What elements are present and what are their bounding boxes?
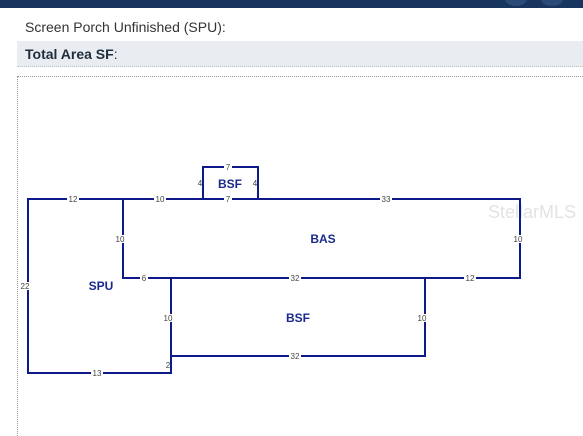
area-label-bsf-top: BSF xyxy=(218,177,242,191)
dim-spu-left: 22 xyxy=(21,282,30,291)
floor-plan-svg: StellarMLS BSF BAS SPU BSF 7 4 4 7 xyxy=(19,163,576,378)
screen-porch-row: Screen Porch Unfinished (SPU): xyxy=(17,14,583,41)
floor-plan-walls xyxy=(27,166,521,374)
dim-bas-bottom: 32 xyxy=(291,274,300,283)
dim-bsf-right: 10 xyxy=(418,314,427,323)
dim-top-mid: 10 xyxy=(156,195,165,204)
dim-bsf-bottom: 32 xyxy=(291,352,300,361)
dimension-labels: 7 4 4 7 12 10 33 10 10 22 6 32 12 10 10 … xyxy=(19,163,524,378)
floor-plan-sketch xyxy=(17,76,583,436)
dim-bas-bottom-right: 12 xyxy=(466,274,475,283)
area-label-bas: BAS xyxy=(310,232,335,246)
header-button-icon[interactable] xyxy=(541,0,563,6)
screen-porch-label: Screen Porch Unfinished (SPU): xyxy=(25,19,226,35)
dim-bsf-left: 10 xyxy=(164,314,173,323)
dim-bsf-top-left: 4 xyxy=(198,179,203,188)
dim-bas-left: 10 xyxy=(116,235,125,244)
dim-bsf-top-bottom: 7 xyxy=(226,195,231,204)
dim-top-left: 12 xyxy=(69,195,78,204)
area-label-spu: SPU xyxy=(89,279,114,293)
dim-top-right: 33 xyxy=(382,195,391,204)
area-label-bsf-bottom: BSF xyxy=(286,311,310,325)
dim-spu-bottom: 13 xyxy=(93,369,102,378)
dim-bas-bottom-left: 6 xyxy=(142,274,147,283)
total-area-row: Total Area SF: xyxy=(17,41,583,67)
total-area-label: Total Area SF xyxy=(25,46,114,62)
header-bar xyxy=(0,0,583,8)
dim-bas-right: 10 xyxy=(514,235,523,244)
header-button-icon[interactable] xyxy=(505,0,527,6)
dim-bsf-top-right: 4 xyxy=(253,179,258,188)
watermark-text: StellarMLS xyxy=(488,202,576,222)
dim-bsf-top-top: 7 xyxy=(226,163,231,172)
total-area-colon: : xyxy=(113,46,118,62)
dim-spu-step: 2 xyxy=(166,361,171,370)
